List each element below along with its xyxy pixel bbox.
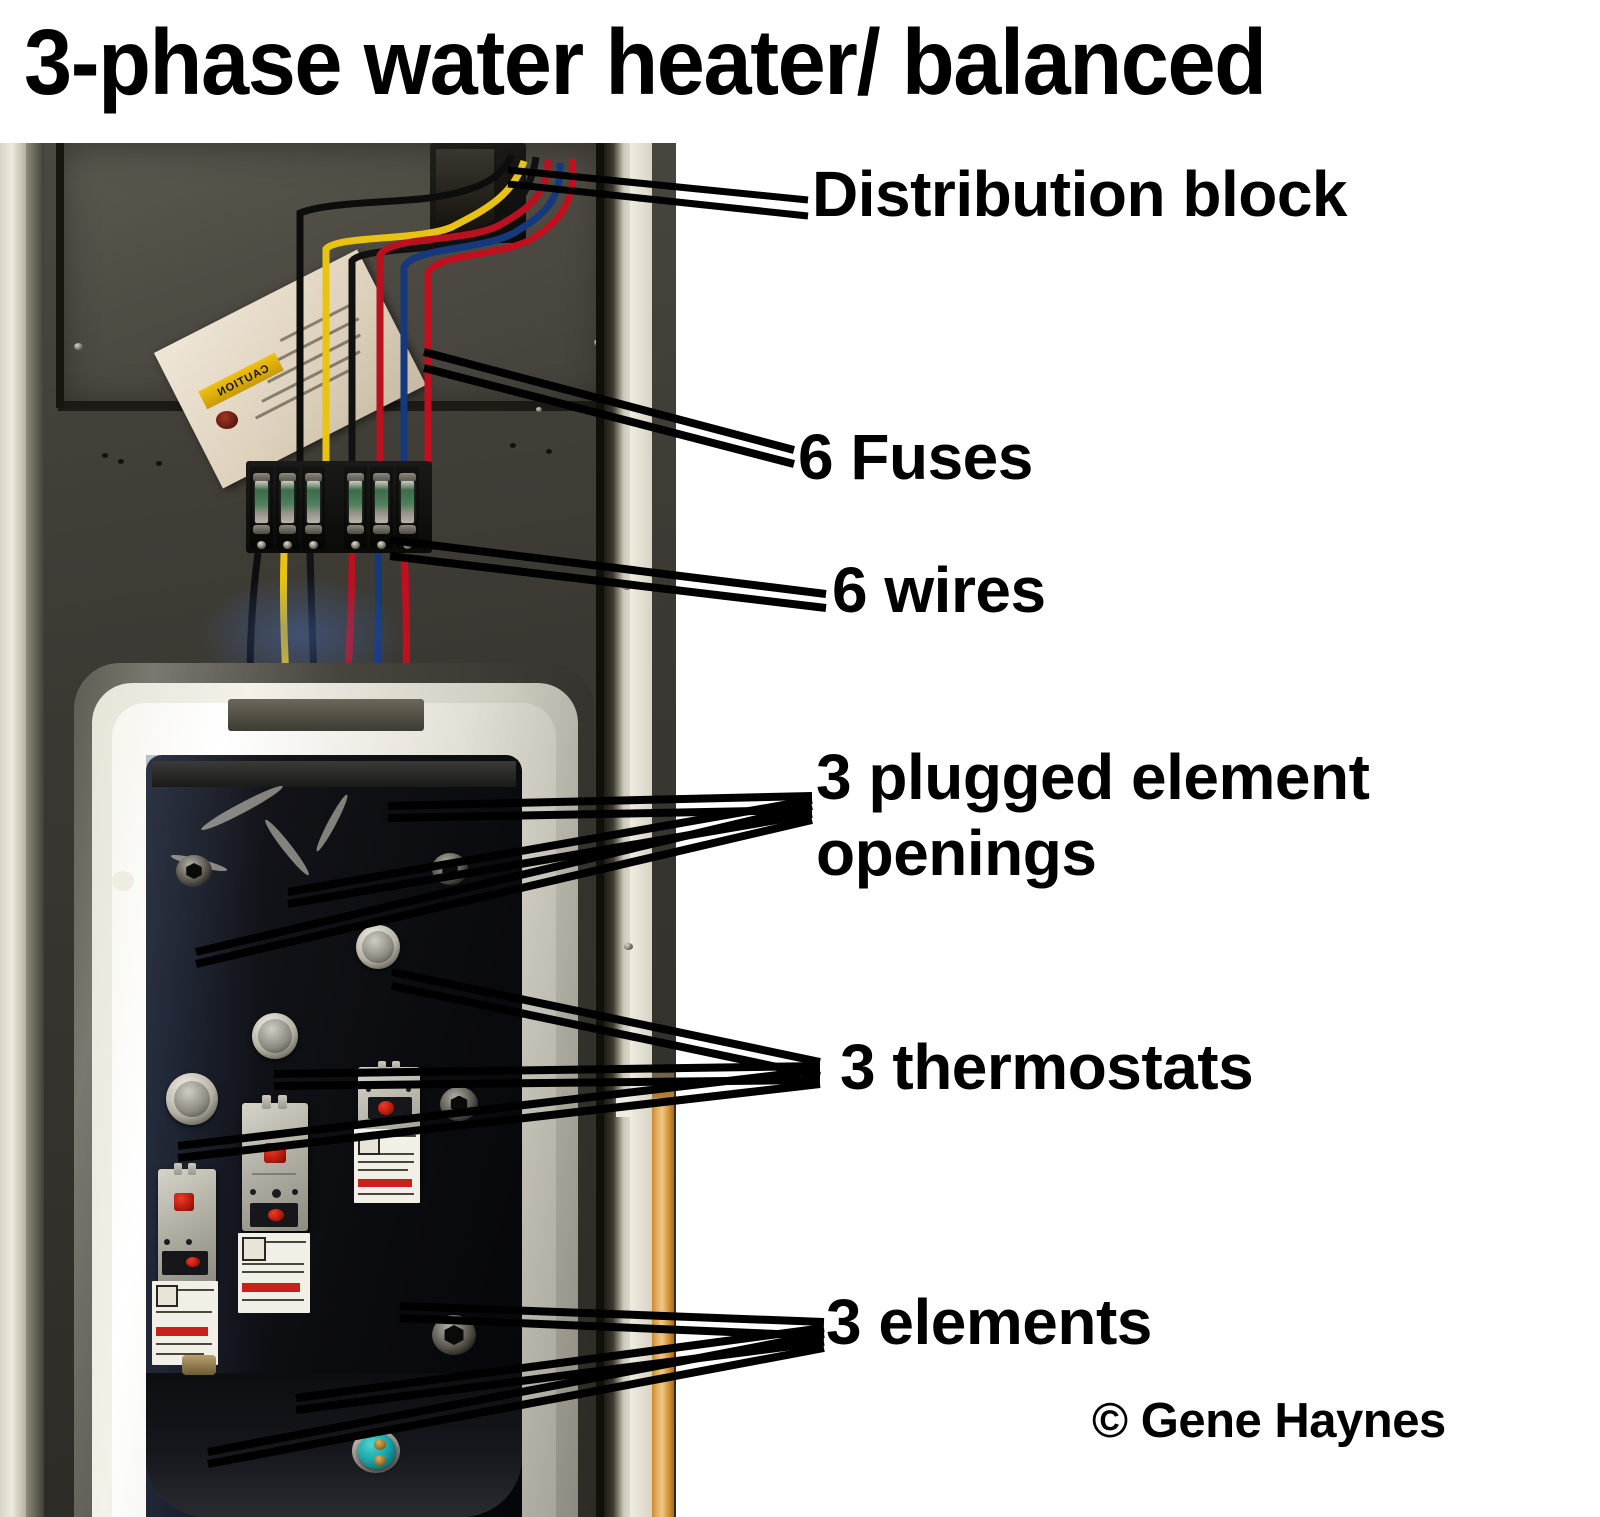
label-text-line bbox=[358, 1161, 414, 1163]
label-text-line bbox=[156, 1343, 212, 1345]
fuse-clip bbox=[347, 473, 364, 482]
fuse-clip bbox=[373, 473, 390, 482]
thermostat-printed-text bbox=[252, 1173, 296, 1175]
label-text-line bbox=[266, 1241, 306, 1243]
thermostat-label-icon bbox=[242, 1237, 266, 1261]
page-title: 3-phase water heater/ balanced bbox=[24, 10, 1267, 114]
plugged-element-opening-nut bbox=[362, 931, 394, 963]
thermostat-tab bbox=[262, 1095, 271, 1109]
element-terminal-screw bbox=[374, 1439, 386, 1450]
thermostat-reset-button bbox=[174, 1193, 194, 1211]
panel-vent-hole bbox=[118, 459, 124, 464]
callout-fuses: 6 Fuses bbox=[798, 421, 1033, 493]
thermostat-tab bbox=[174, 1163, 182, 1175]
label-text-line bbox=[242, 1263, 304, 1265]
thermostat-terminal-marker bbox=[268, 1209, 284, 1221]
fuse bbox=[281, 481, 294, 523]
thermostat-screw bbox=[250, 1189, 256, 1195]
panel-vent-hole bbox=[102, 453, 108, 458]
thermostat-tab bbox=[392, 1061, 400, 1073]
callout-plugged-openings: 3 plugged element openings bbox=[816, 741, 1370, 889]
fuse bbox=[375, 481, 388, 523]
fuse-clip bbox=[279, 525, 296, 534]
thermostat-reset-button bbox=[264, 1143, 286, 1163]
fuse-clip bbox=[305, 525, 322, 534]
label-text-line bbox=[358, 1193, 414, 1195]
panel-screw bbox=[74, 343, 83, 350]
fuse-clip bbox=[253, 473, 270, 482]
tank-bolt bbox=[176, 855, 212, 887]
plugged-element-opening-nut bbox=[258, 1019, 292, 1053]
fuse bbox=[401, 481, 414, 523]
anode-fitting bbox=[182, 1355, 216, 1375]
label-brand-bar bbox=[358, 1179, 412, 1187]
thermostat-screw bbox=[366, 1087, 371, 1092]
thermostat-tab bbox=[378, 1061, 386, 1073]
callout-wires: 6 wires bbox=[832, 554, 1046, 626]
label-text-line bbox=[358, 1169, 408, 1171]
insulation-nub bbox=[112, 871, 134, 891]
fuse-terminal-screw bbox=[403, 541, 412, 549]
label-text-line bbox=[156, 1311, 212, 1313]
tank-foam-edge bbox=[152, 761, 516, 787]
fuse-clip bbox=[399, 525, 416, 534]
thermostat-reset-button bbox=[378, 1101, 394, 1115]
thermostat-tab bbox=[188, 1163, 196, 1175]
tank-bolt bbox=[432, 853, 468, 885]
tag-grommet bbox=[216, 411, 238, 429]
thermostat-screw bbox=[164, 1239, 170, 1245]
fuse-terminal-screw bbox=[309, 541, 318, 549]
label-text-line bbox=[378, 1135, 416, 1137]
fuse-clip bbox=[279, 473, 296, 482]
thermostat-label-icon bbox=[358, 1133, 380, 1155]
thermostat-terminal-marker bbox=[186, 1257, 200, 1267]
label-text-line bbox=[178, 1289, 214, 1291]
thermostat-terminal-window bbox=[162, 1251, 208, 1275]
callout-distribution-block: Distribution block bbox=[812, 158, 1348, 230]
fuse-terminal-screw bbox=[283, 541, 292, 549]
fuse-clip bbox=[347, 525, 364, 534]
copyright-notice: © Gene Haynes bbox=[1092, 1394, 1446, 1448]
tank-bottom-curve bbox=[146, 1373, 522, 1517]
fuse-clip bbox=[305, 473, 322, 482]
tank-bolt bbox=[432, 1315, 476, 1355]
label-text-line bbox=[156, 1353, 204, 1355]
thermostat-label-icon bbox=[156, 1285, 178, 1307]
left-wall-shadow bbox=[26, 143, 44, 1517]
panel-vent-hole bbox=[156, 461, 162, 466]
label-brand-bar bbox=[242, 1283, 300, 1292]
fuse-clip bbox=[399, 473, 416, 482]
tank-bolt bbox=[440, 1087, 478, 1121]
thermostat-screw bbox=[292, 1189, 298, 1195]
fuse bbox=[255, 481, 268, 523]
fuse bbox=[307, 481, 320, 523]
thermostat-screw bbox=[186, 1239, 192, 1245]
fuse bbox=[349, 481, 362, 523]
thermostat-tab bbox=[278, 1095, 287, 1109]
fuse-terminal-screw bbox=[377, 541, 386, 549]
label-text-line bbox=[242, 1271, 304, 1273]
fuse-terminal-screw bbox=[351, 541, 360, 549]
label-text-line bbox=[242, 1299, 304, 1301]
tank-top-strip bbox=[228, 699, 424, 731]
callout-thermostats: 3 thermostats bbox=[840, 1031, 1254, 1103]
fuse-clip bbox=[253, 525, 270, 534]
thermostat-screw bbox=[272, 1189, 281, 1198]
callout-elements: 3 elements bbox=[826, 1286, 1152, 1358]
thermostat-screw bbox=[406, 1087, 411, 1092]
label-brand-bar bbox=[156, 1327, 208, 1336]
panel-left-edge bbox=[56, 143, 64, 408]
fuse-terminal-screw bbox=[257, 541, 266, 549]
plugged-element-opening-nut bbox=[174, 1081, 210, 1117]
element-terminal-screw bbox=[374, 1455, 386, 1466]
water-heater-photo: CAUTION bbox=[0, 143, 676, 1517]
fuse-clip bbox=[373, 525, 390, 534]
